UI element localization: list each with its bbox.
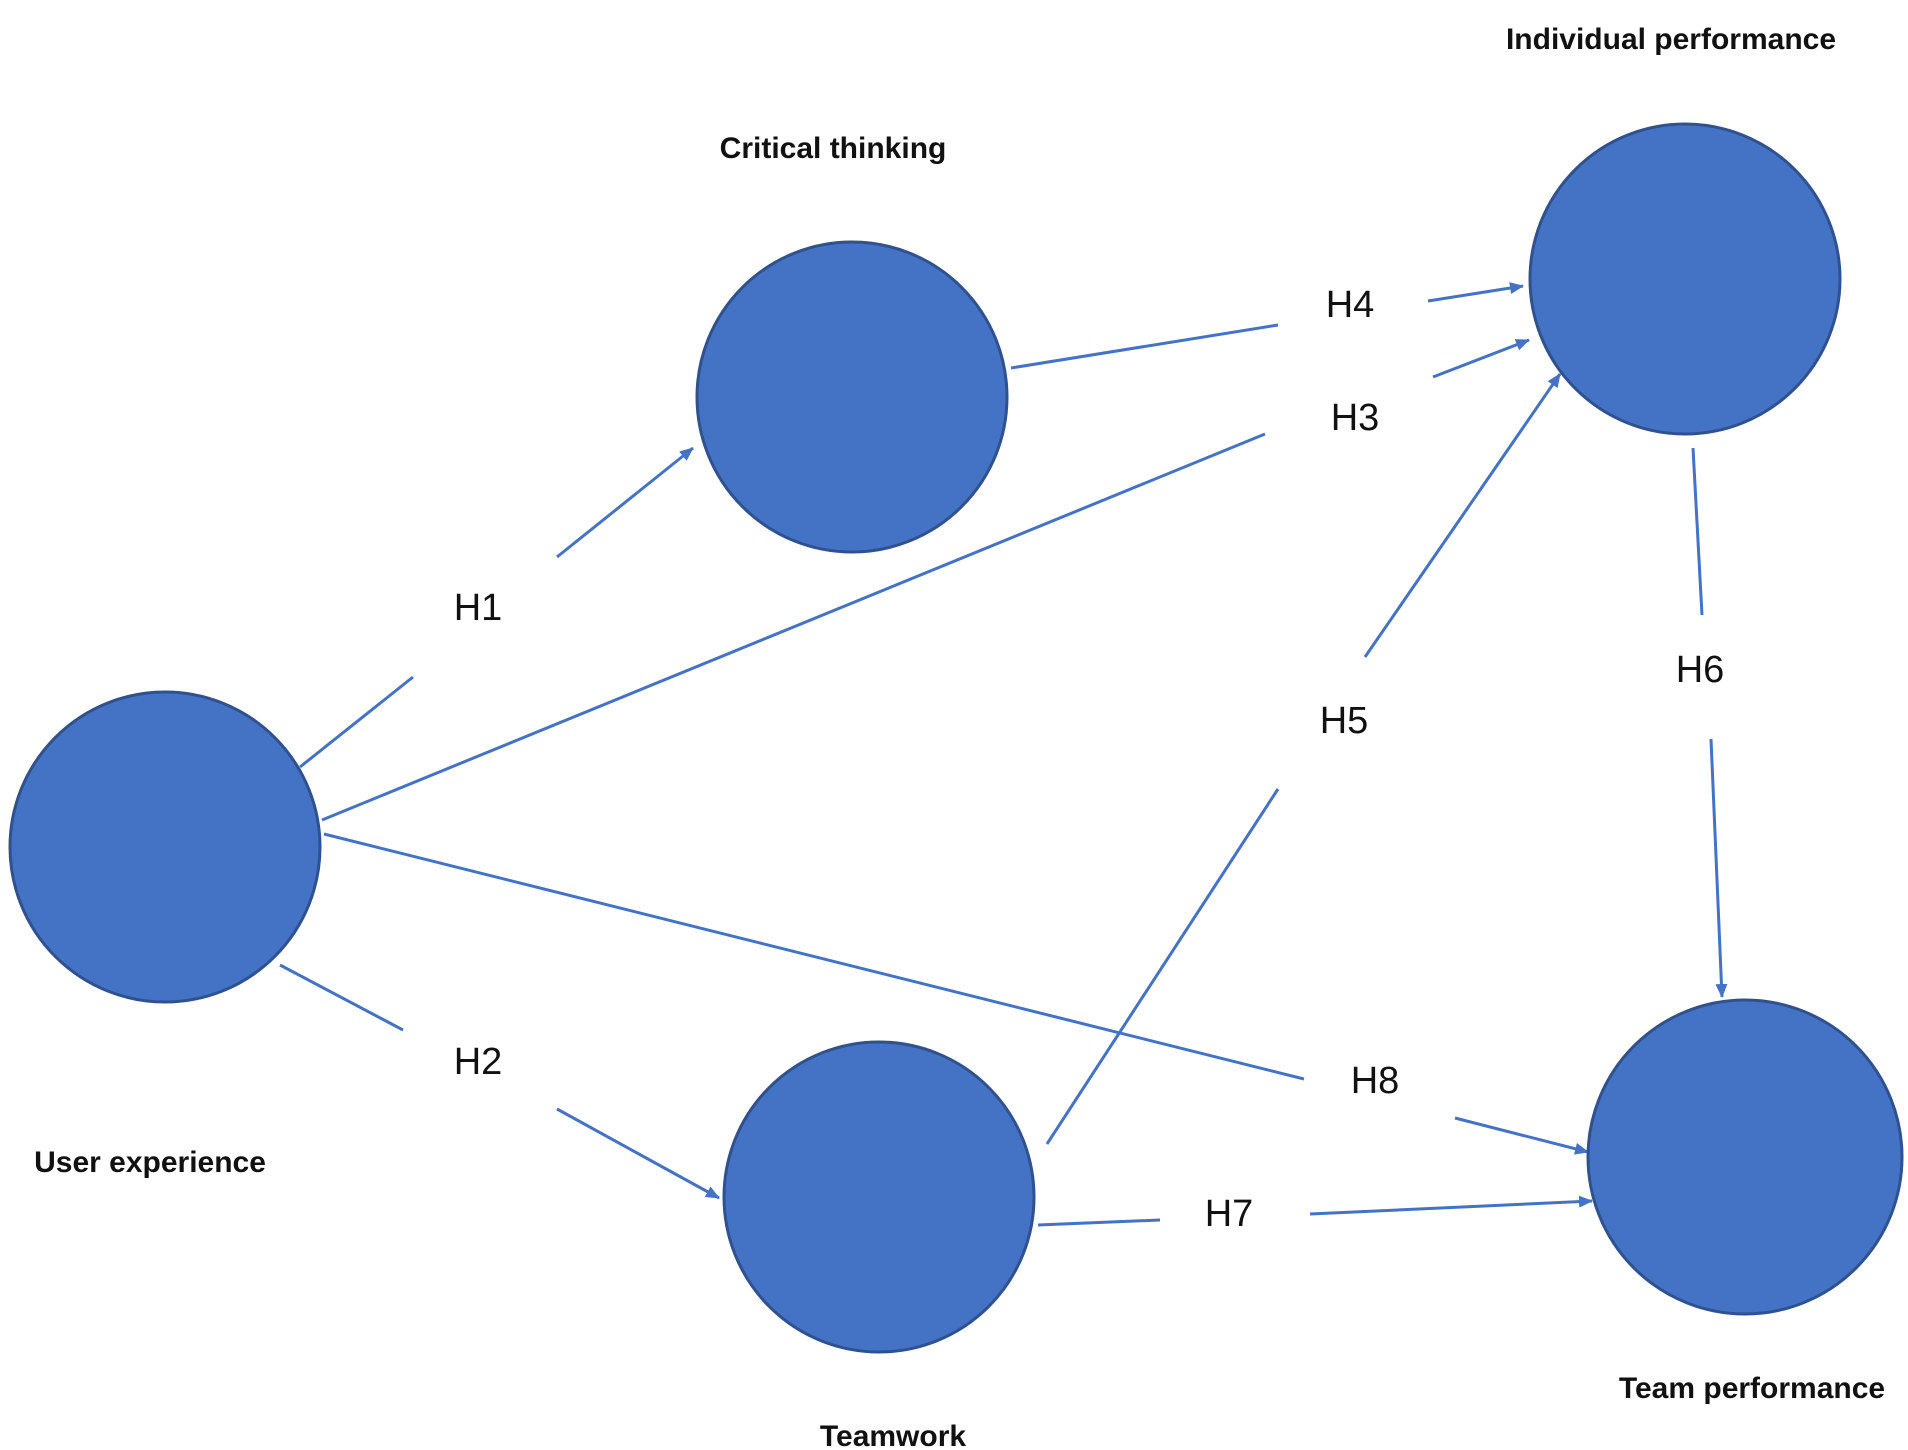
edge-h4 <box>1010 282 1524 370</box>
label-user-experience: User experience <box>34 1146 266 1179</box>
edge-label-h6: H6 <box>1676 649 1725 691</box>
label-team-performance: Team performance <box>1619 1372 1885 1405</box>
edge-h2 <box>279 963 720 1200</box>
edge-label-h4: H4 <box>1326 284 1375 326</box>
edge-h3 <box>321 338 1530 822</box>
edge-h8 <box>323 832 1589 1155</box>
label-teamwork: Teamwork <box>820 1420 966 1450</box>
edge-label-h5: H5 <box>1320 700 1369 742</box>
edge-h1 <box>299 446 694 769</box>
node-user-experience <box>8 690 322 1004</box>
node-critical-thinking <box>695 240 1009 554</box>
edge-label-h2: H2 <box>454 1041 503 1083</box>
edge-h5 <box>1045 373 1562 1145</box>
edge-label-h8: H8 <box>1351 1060 1400 1102</box>
edge-label-h3: H3 <box>1331 397 1380 439</box>
node-team-performance <box>1586 998 1904 1316</box>
label-critical-thinking: Critical thinking <box>720 132 947 165</box>
node-individual-performance <box>1528 122 1842 436</box>
label-individual-performance: Individual performance <box>1506 23 1836 56</box>
edge-h7 <box>1037 1195 1593 1227</box>
node-teamwork <box>722 1040 1036 1354</box>
edge-label-h1: H1 <box>454 587 503 629</box>
edge-label-h7: H7 <box>1205 1193 1254 1235</box>
edge-h6 <box>1691 447 1728 998</box>
